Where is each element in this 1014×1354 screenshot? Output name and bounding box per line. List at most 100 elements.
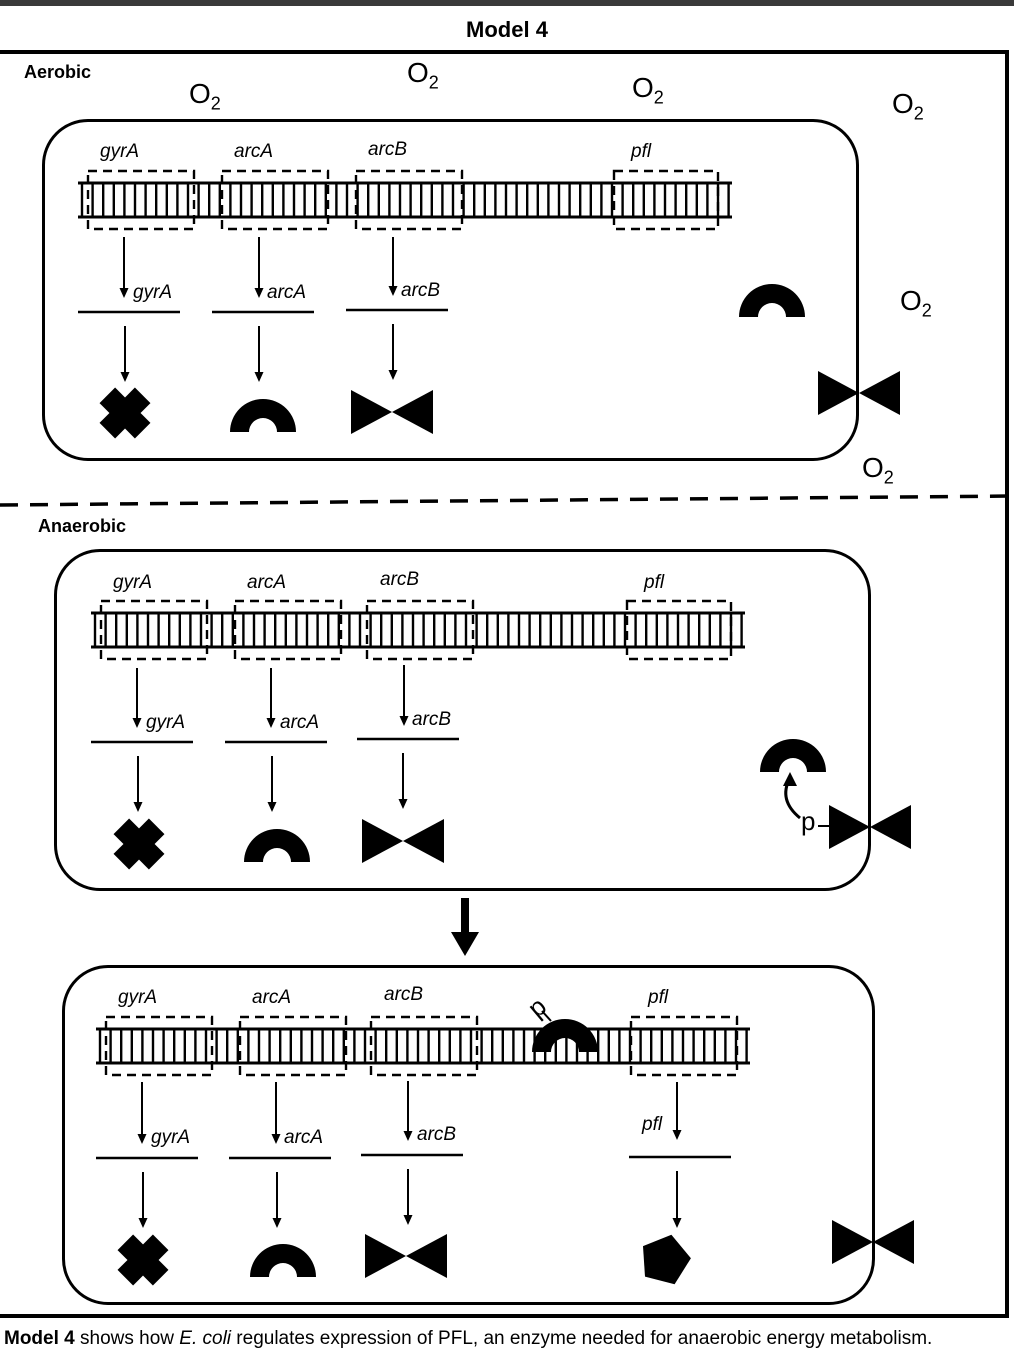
oxygen-label: O2 [862,452,894,488]
arcB-protein-bowtie [873,1220,914,1264]
arcB-protein-bowtie [362,819,403,863]
arrow [388,324,398,380]
anaerobic-label: Anaerobic [38,516,127,536]
oxygen-label: O2 [407,57,439,93]
arcB-protein-bowtie [832,1220,873,1264]
arcB-protein-bowtie [829,805,870,849]
pfl-protein-pentagon [643,1234,691,1285]
gyrA-protein-cross [99,387,151,439]
gene-box [369,1015,479,1077]
phosphate-label: p [801,806,816,836]
arrow [403,1081,413,1141]
arrow [254,237,264,298]
arrow [388,237,398,296]
gene-label-arcB: arcB [380,569,420,590]
gene-box [612,169,720,231]
arcB-protein-bowtie [392,390,433,434]
arrow [137,1082,147,1144]
figure-caption: Model 4 shows how E. coli regulates expr… [4,1328,933,1349]
gene-label-arcA: arcA [234,141,274,162]
mrna-label-arcB: arcB [412,709,452,730]
phosphate-bond [541,1010,552,1022]
arrow [266,668,276,728]
gene-label-gyrA: gyrA [118,987,158,1008]
arcA-protein-arch [760,739,826,772]
gene-box [365,599,475,661]
arcB-protein-bowtie [406,1234,447,1278]
gene-box [629,1015,739,1077]
gene-label-arcB: arcB [384,984,424,1005]
mrna-label-arcB: arcB [401,280,441,301]
gene-label-pfl: pfl [644,572,665,593]
shape-layer [99,284,914,1286]
arrow [403,1169,413,1225]
gene-box [104,1015,214,1077]
arrow [132,668,142,728]
arrow [399,665,409,726]
oxygen-label: O2 [632,72,664,108]
figure-frame [0,50,1009,1318]
gene-label-arcA: arcA [247,572,287,593]
gene-label-pfl: pfl [631,141,652,162]
gene-label-arcB: arcB [368,139,408,160]
phosphate-transfer-arrowhead [783,772,797,786]
arrow [272,1172,282,1228]
aerobic-cell [42,119,859,461]
arcA-protein-arch [230,399,296,432]
arrow [120,326,130,382]
arrow [133,756,143,812]
gyrA-protein-cross [117,1234,169,1286]
section-divider [0,494,1014,507]
gyrA-protein-cross [113,818,165,870]
transition-arrowhead [451,932,479,956]
oxygen-label: O2 [892,88,924,124]
arrow [267,756,277,812]
arrow [138,1172,148,1228]
arcA-protein-arch [250,1244,316,1277]
mrna-label-arcA: arcA [280,712,320,733]
arcA-protein-arch [739,284,805,317]
gene-box [238,1015,348,1077]
arrow [672,1082,682,1140]
dna-strand [78,169,732,231]
arcB-protein-bowtie [818,371,859,415]
arrow-layer [78,237,829,1228]
arcB-protein-bowtie [365,1234,406,1278]
arcA-protein-arch [244,829,310,862]
mrna-label-arcA: arcA [267,282,307,303]
aerobic-label: Aerobic [24,62,92,82]
gene-box [99,599,209,661]
mrna-label-gyrA: gyrA [146,712,186,733]
dna-layer [78,169,750,1077]
arcA-protein-arch [532,1019,598,1052]
mrna-label-arcB: arcB [417,1124,457,1145]
dna-strand [91,599,745,661]
arcB-protein-bowtie [870,805,911,849]
arrow [271,1082,281,1144]
gene-box [86,169,196,231]
gene-box [354,169,464,231]
figure-title: Model 4 [466,17,548,42]
arrow [672,1171,682,1228]
mrna-label-pfl: pfl [642,1114,663,1135]
gene-label-arcA: arcA [252,987,292,1008]
mrna-label-gyrA: gyrA [133,282,173,303]
arrow [398,753,408,809]
anaerobic-cell-2 [62,965,875,1305]
gene-label-gyrA: gyrA [100,141,140,162]
arrow [119,237,129,298]
oxygen-label: O2 [189,78,221,114]
oxygen-label: O2 [900,285,932,321]
gene-box [220,169,330,231]
dna-strand [96,1015,750,1077]
mrna-label-arcA: arcA [284,1127,324,1148]
gene-box [625,599,733,661]
mrna-label-gyrA: gyrA [151,1127,191,1148]
gene-label-pfl: pfl [648,987,669,1008]
window-top-border [0,0,1014,6]
gene-box [233,599,343,661]
anaerobic-cell-1 [54,549,871,891]
arrow [254,326,264,382]
arcB-protein-bowtie [351,390,392,434]
